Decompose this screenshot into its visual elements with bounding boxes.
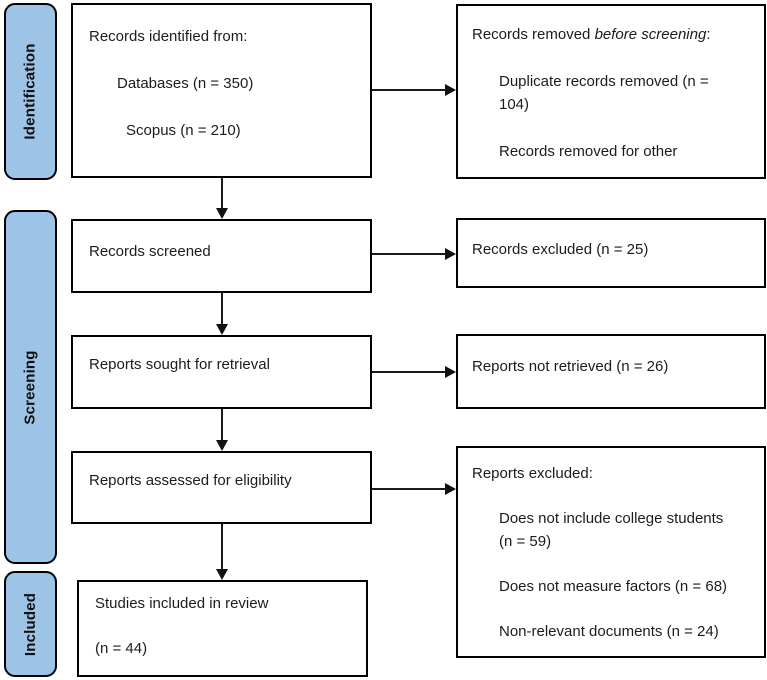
box-reports-not-retrieved: Reports not retrieved (n = 26) xyxy=(456,334,766,409)
arrow-identified-to-removed xyxy=(372,84,456,96)
arrowhead-down-icon xyxy=(216,324,228,335)
arrow-assessed-to-included xyxy=(216,524,228,580)
records-identified-scopus: Scopus (n = 210) xyxy=(126,122,241,139)
arrow-assessed-to-reports-excluded xyxy=(372,483,456,495)
arrow-screened-to-excluded xyxy=(372,248,456,260)
reports-sought-text: Reports sought for retrieval xyxy=(89,356,270,373)
stage-tab-screening: Screening xyxy=(4,210,57,564)
reports-excluded-item-factors: Does not measure factors (n = 68) xyxy=(499,578,728,595)
studies-included-count: (n = 44) xyxy=(95,640,148,657)
stage-label-included: Included xyxy=(22,592,39,656)
arrow-screened-to-sought xyxy=(216,293,228,335)
box-records-excluded: Records excluded (n = 25) xyxy=(456,218,766,288)
arrowhead-right-icon xyxy=(445,366,456,378)
records-removed-other: Records removed for other xyxy=(499,143,678,160)
stage-label-identification: Identification xyxy=(22,43,40,140)
stage-tab-included: Included xyxy=(4,571,57,677)
records-removed-duplicates: Duplicate records removed (n = 104) xyxy=(499,73,709,113)
stage-tab-identification: Identification xyxy=(4,3,57,180)
arrow-sought-to-assessed xyxy=(216,409,228,451)
arrow-shaft xyxy=(221,178,223,210)
arrowhead-right-icon xyxy=(445,84,456,96)
arrow-shaft xyxy=(221,409,223,442)
arrowhead-down-icon xyxy=(216,208,228,219)
arrowhead-right-icon xyxy=(445,248,456,260)
box-studies-included: Studies included in review (n = 44) xyxy=(77,580,368,677)
arrow-shaft xyxy=(372,89,447,91)
box-reports-excluded: Reports excluded: Does not include colle… xyxy=(456,446,766,658)
arrow-sought-to-not-retrieved xyxy=(372,366,456,378)
arrowhead-right-icon xyxy=(445,483,456,495)
arrow-shaft xyxy=(221,293,223,326)
records-identified-databases: Databases (n = 350) xyxy=(117,75,254,92)
box-records-identified: Records identified from: Databases (n = … xyxy=(71,3,372,178)
records-identified-heading: Records identified from: xyxy=(89,28,248,45)
box-records-screened: Records screened xyxy=(71,219,372,293)
arrowhead-down-icon xyxy=(216,569,228,580)
reports-not-retrieved-text: Reports not retrieved (n = 26) xyxy=(472,358,669,375)
records-screened-text: Records screened xyxy=(89,243,211,260)
reports-excluded-heading: Reports excluded: xyxy=(472,465,593,482)
reports-excluded-item-students: Does not include college students (n = 5… xyxy=(499,510,724,550)
box-records-removed: Records removed before screening: Duplic… xyxy=(456,4,766,179)
arrow-shaft xyxy=(372,488,447,490)
arrow-shaft xyxy=(372,371,447,373)
reports-excluded-item-nonrelevant: Non-relevant documents (n = 24) xyxy=(499,623,719,640)
studies-included-text: Studies included in review xyxy=(95,595,269,612)
records-excluded-text: Records excluded (n = 25) xyxy=(472,241,649,258)
box-reports-sought: Reports sought for retrieval xyxy=(71,335,372,409)
arrow-identified-to-screened xyxy=(216,178,228,219)
arrow-shaft xyxy=(221,524,223,571)
box-reports-assessed: Reports assessed for eligibility xyxy=(71,451,372,524)
arrow-shaft xyxy=(372,253,447,255)
records-removed-heading: Records removed before screening: xyxy=(472,26,711,43)
arrowhead-down-icon xyxy=(216,440,228,451)
stage-label-screening: Screening xyxy=(22,349,40,425)
reports-assessed-text: Reports assessed for eligibility xyxy=(89,472,292,489)
